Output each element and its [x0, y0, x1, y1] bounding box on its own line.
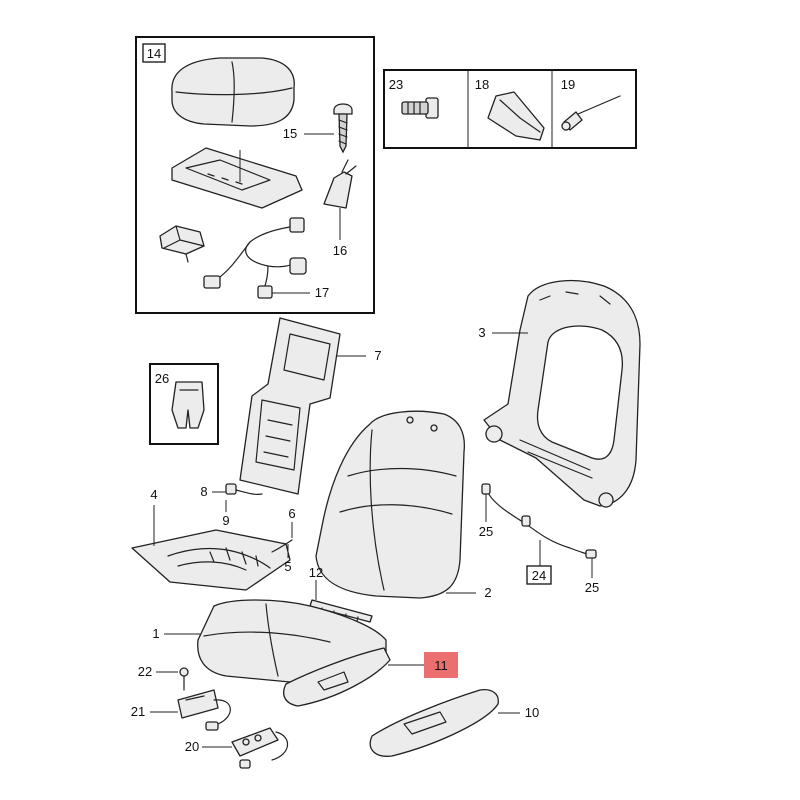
label-19: 19	[561, 77, 575, 92]
switch-21-part: 21	[131, 689, 231, 731]
label-24: 24	[532, 568, 546, 583]
bolt-23-part	[401, 97, 439, 119]
highlight-box	[424, 652, 458, 678]
label-9: 9	[222, 513, 229, 528]
clip-26-part	[171, 381, 205, 429]
side-trim-11-part	[283, 647, 424, 707]
label-5: 5	[284, 559, 291, 574]
label-2: 2	[484, 585, 491, 600]
label-4: 4	[150, 487, 157, 502]
label-23: 23	[389, 77, 403, 92]
clip-box-26: 26	[149, 363, 219, 445]
clip-16-part: 16	[323, 159, 357, 258]
label-20: 20	[185, 739, 199, 754]
connector-8-part: 8 9	[200, 483, 263, 528]
label-25-a: 25	[479, 524, 493, 539]
label-11: 11	[434, 658, 448, 673]
backrest-heater-part: 7	[239, 317, 382, 495]
outer-trim-10-part: 10	[369, 688, 539, 757]
label-18: 18	[475, 77, 489, 92]
backrest-frame-part: 3	[478, 279, 641, 508]
screw-15-part: 15	[283, 103, 353, 154]
label-17: 17	[315, 285, 329, 300]
bracket-18-part	[487, 91, 545, 141]
label-12: 12	[309, 565, 323, 580]
hardware-box: 23 18 19	[383, 69, 637, 149]
label-15: 15	[283, 126, 297, 141]
label-14: 14	[147, 46, 161, 61]
label-8: 8	[200, 484, 207, 499]
highlight-11: 11	[424, 652, 458, 678]
cushion-heater-part: 4 6 5	[131, 487, 296, 591]
kit-box-14: 14 15 16	[135, 36, 375, 314]
rivet-19-part	[561, 95, 621, 131]
label-26: 26	[155, 371, 169, 386]
switch-20-part: 20	[185, 727, 289, 769]
cushion-pad-part	[171, 57, 295, 127]
label-6: 6	[288, 506, 295, 521]
connector-housing-part	[159, 225, 205, 263]
wiring-harness-part: 17	[203, 217, 329, 300]
screw-22-part: 22	[138, 664, 189, 691]
label-10: 10	[525, 705, 539, 720]
label-7: 7	[374, 348, 381, 363]
label-16: 16	[333, 243, 347, 258]
backrest-cover-part: 2	[315, 410, 492, 600]
label-1: 1	[152, 626, 159, 641]
label-22: 22	[138, 664, 152, 679]
label-21: 21	[131, 704, 145, 719]
label-3: 3	[478, 325, 485, 340]
heating-mat-part	[171, 147, 303, 209]
wiring-24-part: 25 24 25	[479, 483, 599, 595]
label-25-b: 25	[585, 580, 599, 595]
